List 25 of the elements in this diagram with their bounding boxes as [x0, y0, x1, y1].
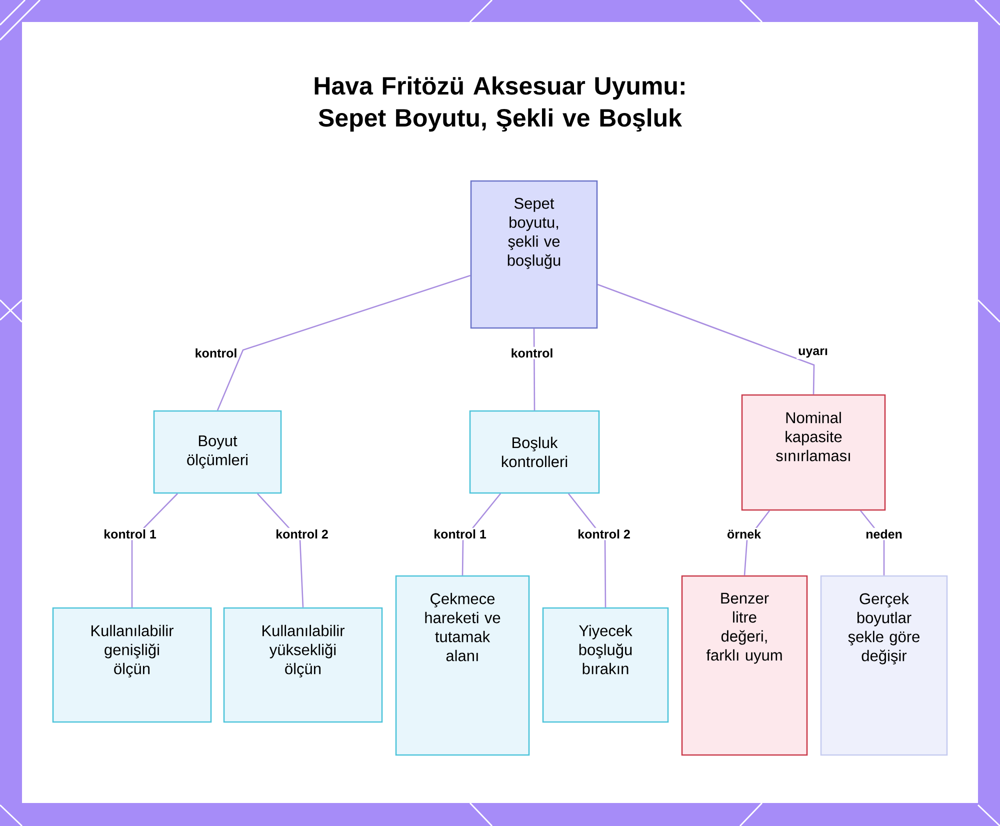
edge-label: kontrol 1 — [104, 529, 156, 539]
title: Hava Fritözü Aksesuar Uyumu: Sepet Boyutu, Şekli ve Boşluk — [314, 76, 684, 132]
edge-label: kontrol 1 — [434, 529, 486, 539]
process-box: Nominal kapasite sınırlaması — [741, 394, 886, 511]
connector-line — [257, 493, 304, 608]
edge-label: kontrol 2 — [578, 529, 630, 539]
edge-label: neden — [866, 529, 902, 539]
edge-label: örnek — [727, 529, 762, 539]
process-box: Yiyecek boşluğu bırakın — [542, 607, 669, 723]
connector-line — [597, 284, 815, 394]
process-box: Kullanılabilir yüksekliği ölçün — [223, 607, 383, 723]
connector-line — [131, 493, 178, 608]
process-box: Boyut ölçümleri — [153, 410, 282, 494]
process-box: Benzer litre değeri, farklı uyum — [681, 575, 808, 756]
process-box: Boşluk kontrolleri — [469, 410, 600, 494]
edge-label: kontrol 2 — [276, 529, 328, 539]
process-box: Gerçek boyutlar şekle göre değişir — [820, 575, 948, 756]
edge-label: kontrol — [196, 348, 236, 358]
connector-line — [216, 274, 471, 411]
process-box: Sepet boyutu, şekli ve boşluğu — [470, 180, 598, 329]
edge-label: kontrol — [512, 348, 552, 358]
connector-line — [568, 493, 606, 608]
process-box: Çekmece hareketi ve tutamak alanı — [395, 575, 530, 756]
edge-label: uyarı — [798, 348, 828, 358]
process-box: Kullanılabilir genişliği ölçün — [52, 607, 212, 723]
